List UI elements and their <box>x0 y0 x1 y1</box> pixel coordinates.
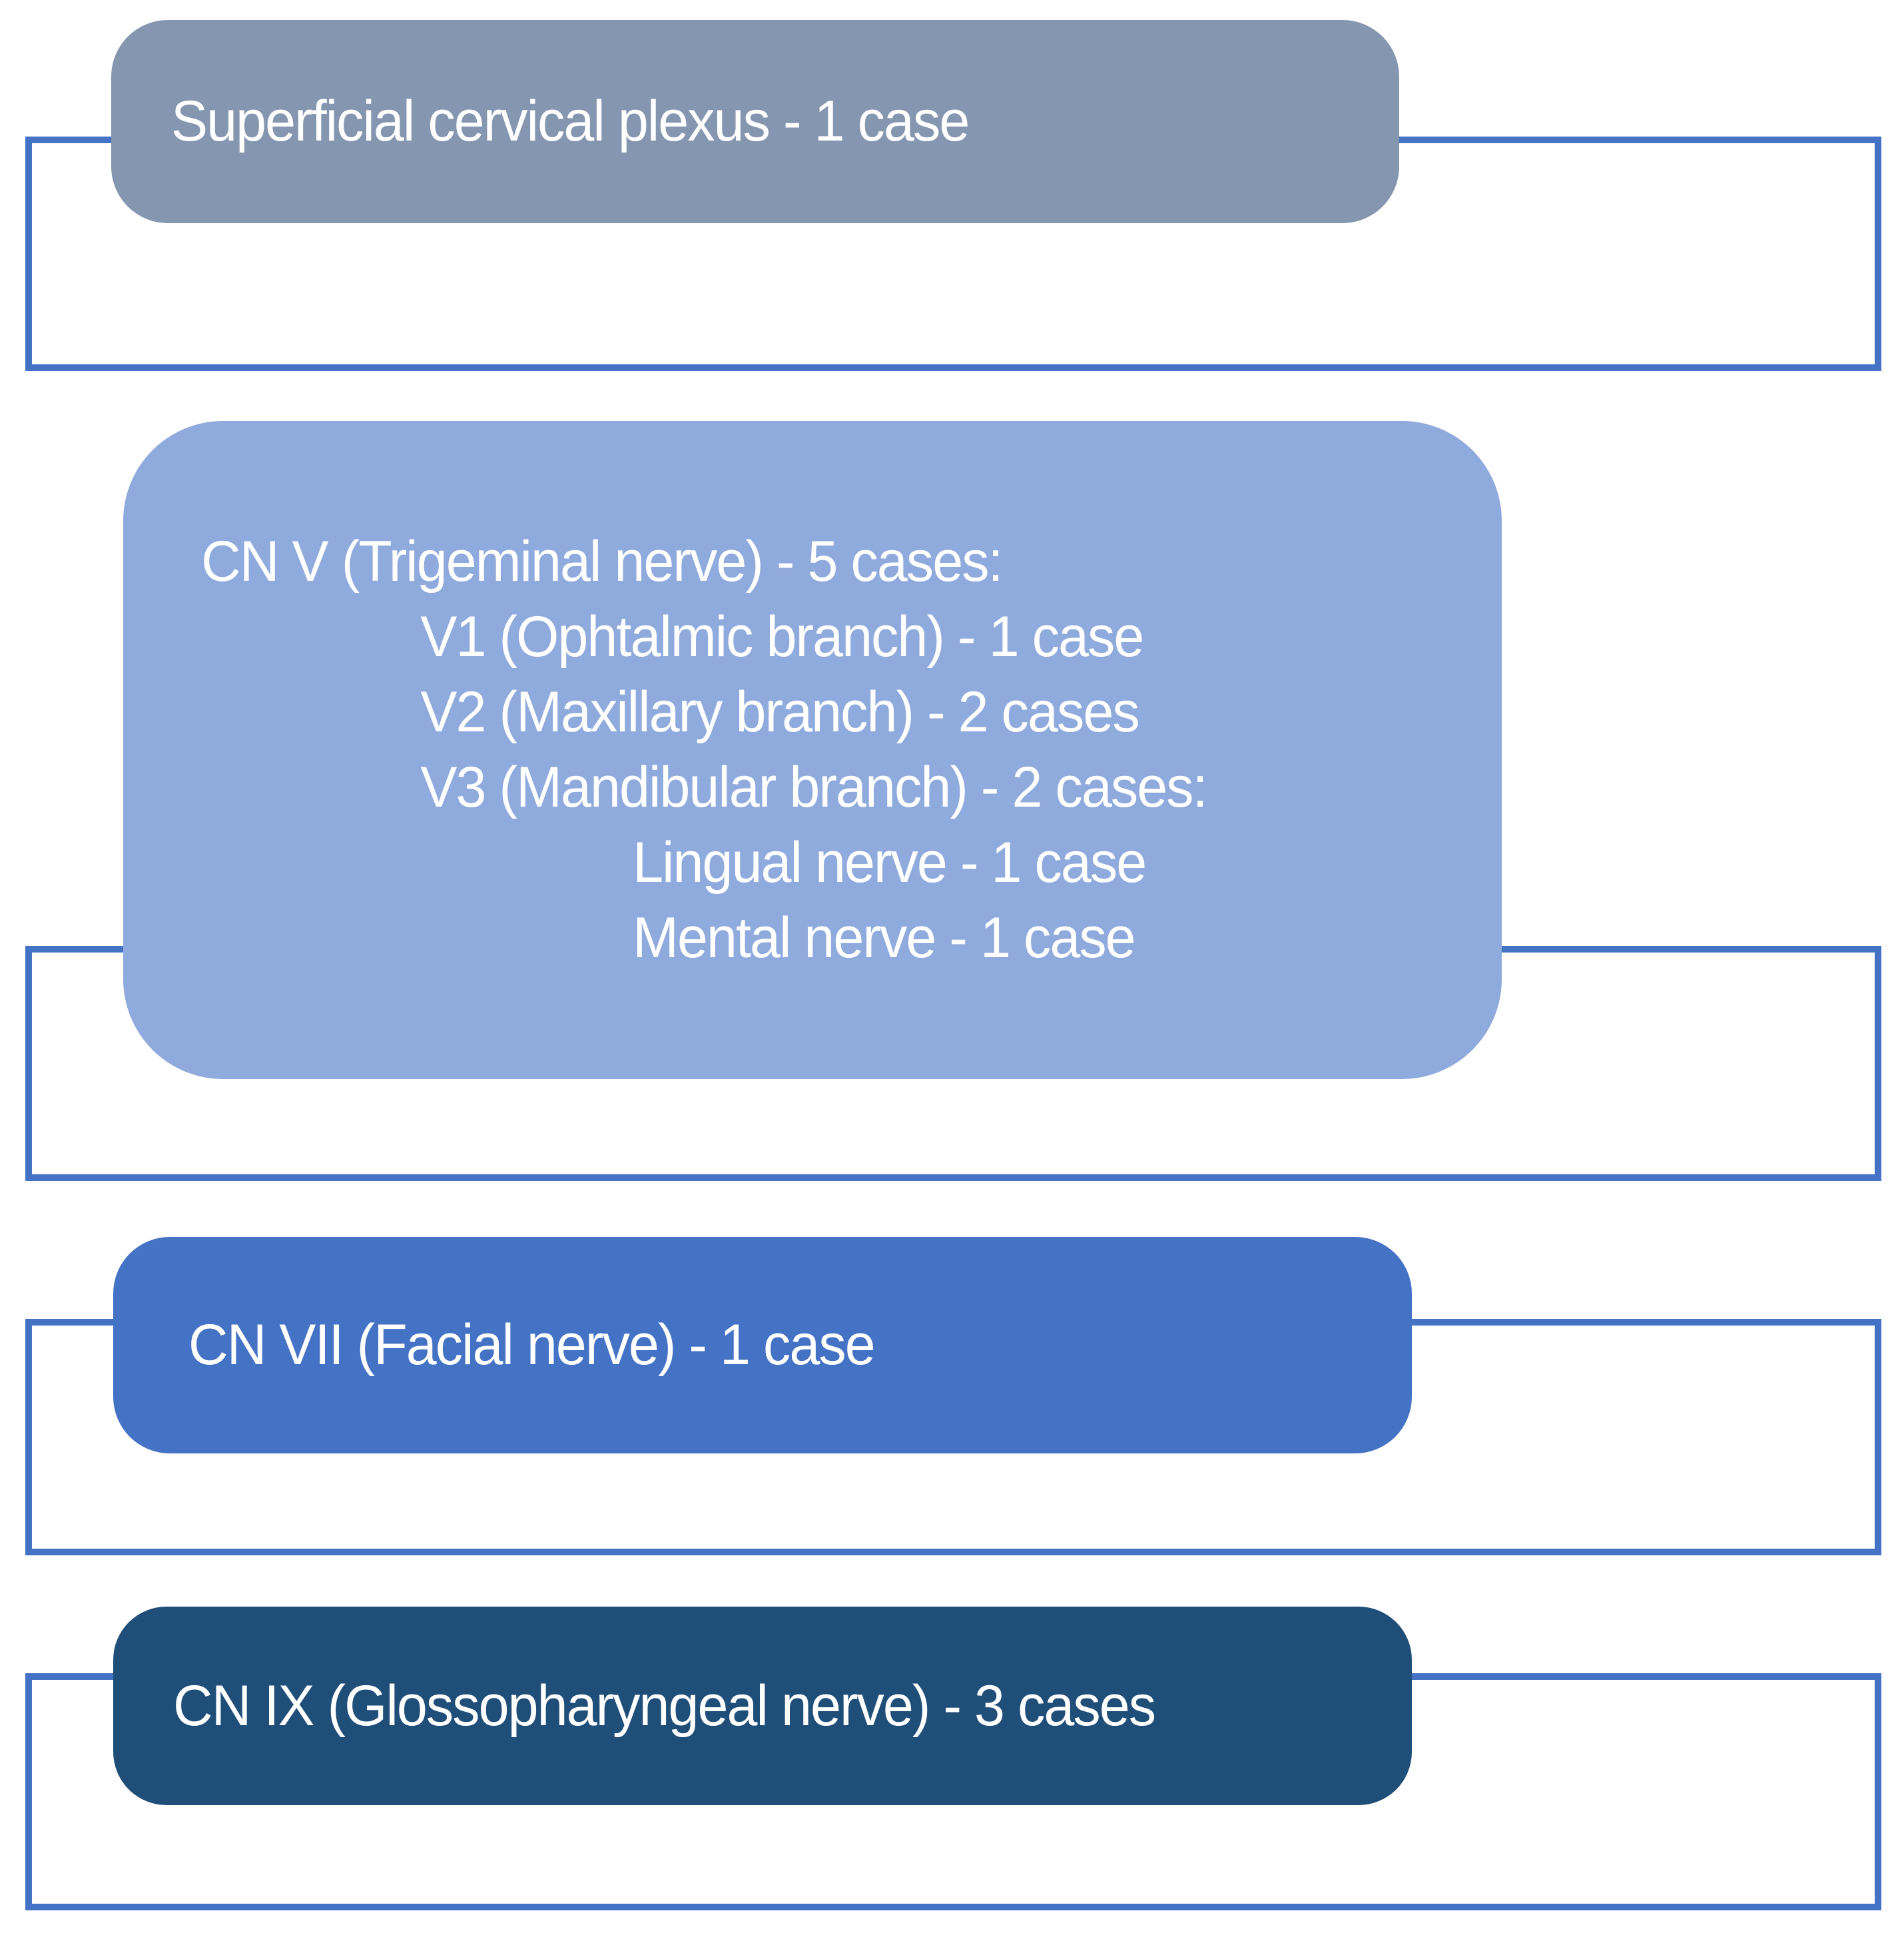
node-label: Superficial cervical plexus - 1 case <box>171 89 970 153</box>
node-sub-label-v1: V1 (Ophtalmic branch) - 1 case <box>420 605 1144 669</box>
node-label: CN V (Trigeminal nerve) - 5 cases: <box>201 530 1003 593</box>
node-label: CN IX (Glossopharyngeal nerve) - 3 cases <box>173 1673 1156 1738</box>
node-cn-ix-glossopharyngeal: CN IX (Glossopharyngeal nerve) - 3 cases <box>113 1607 1412 1805</box>
node-superficial-cervical-plexus: Superficial cervical plexus - 1 case <box>111 20 1399 223</box>
node-sub-label-v3: V3 (Mandibular branch) - 2 cases: <box>420 755 1207 819</box>
node-sub-label-v2: V2 (Maxillary branch) - 2 cases <box>420 680 1139 744</box>
node-sub-label-lingual: Lingual nerve - 1 case <box>633 831 1147 895</box>
node-sub-label-mental: Mental nerve - 1 case <box>633 906 1135 970</box>
node-label: CN VII (Facial nerve) - 1 case <box>188 1313 876 1377</box>
node-cn-vii-facial: CN VII (Facial nerve) - 1 case <box>113 1237 1412 1453</box>
node-cn-v-trigeminal: CN V (Trigeminal nerve) - 5 cases: V1 (O… <box>123 421 1502 1079</box>
